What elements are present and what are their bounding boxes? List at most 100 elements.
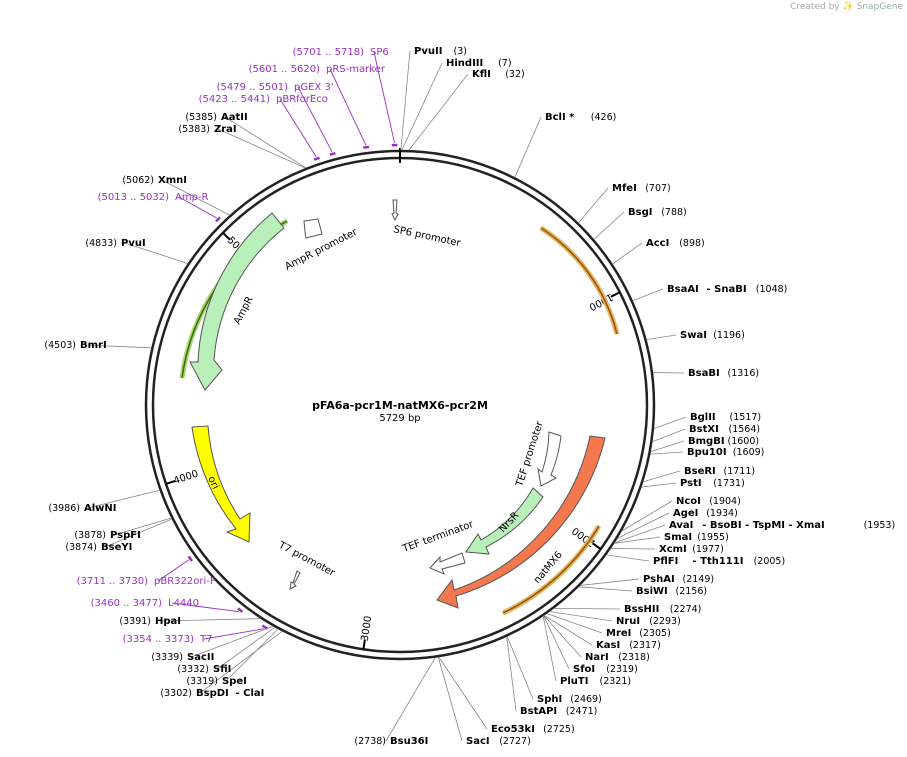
- plasmid-size: 5729 bp: [379, 413, 420, 424]
- enzyme-bspdi-aliases[interactable]: - ClaI: [236, 688, 265, 699]
- enzyme-mfei-position: (707): [645, 183, 671, 194]
- enzyme-pshai-name[interactable]: PshAI: [643, 574, 675, 585]
- enzyme-sfoi-name[interactable]: SfoI: [573, 664, 595, 675]
- enzyme-leader-line: [408, 73, 469, 151]
- enzyme-bsiwi-name[interactable]: BsiWI: [636, 586, 668, 597]
- primer-pbr322ori-f-leader-line: [157, 559, 189, 582]
- enzyme-bstxi-name[interactable]: BstXI: [689, 424, 719, 435]
- enzyme-leader-line: [646, 334, 677, 341]
- enzyme-pspfi-name[interactable]: PspFI: [110, 530, 141, 541]
- ampr-promoter-arrow: [303, 218, 323, 239]
- enzyme-sacii-name[interactable]: SacII: [187, 652, 214, 663]
- enzyme-mrei-position: (2305): [639, 628, 671, 639]
- enzyme-bseri-position: (1711): [724, 466, 756, 477]
- enzyme-sfii-name[interactable]: SfiI: [213, 664, 231, 675]
- enzyme-spei-name[interactable]: SpeI: [222, 676, 247, 687]
- enzyme-bpu10i-name[interactable]: Bpu10I: [687, 447, 727, 458]
- enzyme-smai-name[interactable]: SmaI: [664, 532, 692, 543]
- enzyme-pvuii-name[interactable]: PvuII: [414, 46, 442, 57]
- enzyme-ncoi-name[interactable]: NcoI: [676, 496, 701, 507]
- enzyme-alwni-position: (3986): [48, 503, 80, 514]
- enzyme-bsabi-name[interactable]: BsaBI: [688, 368, 720, 379]
- enzyme-leader-line: [83, 344, 152, 349]
- primer-prs-marker-range: (5601 .. 5620): [249, 64, 321, 75]
- feature-label-tef-terminator: TEF terminator: [400, 519, 476, 555]
- tick-mark: [591, 542, 602, 550]
- enzyme-bseyi-name[interactable]: BseYI: [101, 542, 132, 553]
- primer-pgex-3-name[interactable]: pGEX 3': [294, 82, 334, 93]
- enzyme-leader-line: [400, 50, 411, 151]
- enzyme-bsaai-aliases[interactable]: - SnaBI: [707, 284, 747, 295]
- snapgene-logo-icon: ✨: [842, 2, 854, 12]
- primer-pbr322ori-f-range: (3711 .. 3730): [77, 576, 149, 587]
- enzyme-bmgbi-name[interactable]: BmgBI: [688, 436, 725, 447]
- enzyme-leader-line: [549, 611, 613, 622]
- enzyme-avai-aliases[interactable]: - BsoBI - TspMI - XmaI: [702, 520, 825, 531]
- enzyme-nari-name[interactable]: NarI: [585, 652, 609, 663]
- primer-sp6-name[interactable]: SP6: [370, 47, 389, 58]
- enzyme-leader-line: [621, 500, 673, 532]
- enzyme-swai-name[interactable]: SwaI: [680, 330, 707, 341]
- enzyme-hindiii-name[interactable]: HindIII: [446, 58, 483, 69]
- orf-arc-2-core: [502, 525, 600, 614]
- primer-l4440-marker: [237, 607, 244, 613]
- enzyme-sfii-position: (3332): [177, 664, 209, 675]
- enzyme-avai-name[interactable]: AvaI: [669, 520, 693, 531]
- enzyme-agei-name[interactable]: AgeI: [673, 508, 698, 519]
- enzyme-sphi-position: (2469): [570, 694, 602, 705]
- primer-pbrforeco-name[interactable]: pBRforEco: [276, 94, 328, 105]
- enzyme-alwni-name[interactable]: AlwNI: [84, 503, 117, 514]
- tick-label: 4000: [172, 468, 200, 487]
- enzyme-mrei-name[interactable]: MreI: [606, 628, 631, 639]
- enzyme-sphi-name[interactable]: SphI: [537, 694, 562, 705]
- enzyme-leader-line: [650, 440, 685, 453]
- enzyme-eco53ki-name[interactable]: Eco53kI: [491, 724, 535, 735]
- enzyme-nrui-name[interactable]: NruI: [616, 616, 640, 627]
- enzyme-leader-line: [438, 656, 488, 730]
- enzyme-bcli-name[interactable]: BclI *: [545, 112, 575, 123]
- enzyme-aatii-name[interactable]: AatII: [221, 112, 248, 123]
- enzyme-bmri-position: (4503): [44, 340, 76, 351]
- enzyme-saci-name[interactable]: SacI: [466, 736, 490, 747]
- enzyme-bmri-name[interactable]: BmrI: [80, 340, 107, 351]
- enzyme-leader-line: [542, 615, 557, 682]
- primer-pbr322ori-f-name[interactable]: pBR322ori-F: [154, 576, 216, 587]
- enzyme-pflfi-aliases[interactable]: - Tth111I: [693, 556, 744, 567]
- enzyme-pflfi-name[interactable]: PflFI: [653, 556, 678, 567]
- primer-l4440-name[interactable]: L4440: [168, 598, 199, 609]
- feature-label-ori: ori: [205, 475, 220, 491]
- enzyme-bsaai-name[interactable]: BsaAI: [667, 284, 699, 295]
- enzyme-mfei-name[interactable]: MfeI: [612, 183, 637, 194]
- enzyme-bseri-name[interactable]: BseRI: [684, 466, 716, 477]
- primer-t7-name[interactable]: T7: [199, 634, 212, 645]
- enzyme-leader-line: [161, 179, 230, 216]
- enzyme-xmni-name[interactable]: XmnI: [158, 175, 187, 186]
- enzyme-bglii-name[interactable]: BglII: [690, 412, 716, 423]
- enzyme-acci-name[interactable]: AccI: [646, 238, 669, 249]
- enzyme-pvui-position: (4833): [85, 238, 117, 249]
- enzyme-bsu36i-name[interactable]: Bsu36I: [390, 736, 428, 747]
- enzyme-bstapi-name[interactable]: BstAPI: [520, 706, 557, 717]
- enzyme-kasi-name[interactable]: KasI: [596, 640, 620, 651]
- enzyme-leader-line: [506, 636, 534, 700]
- primer-amp-r-name[interactable]: Amp-R: [175, 192, 209, 203]
- enzyme-bsshii-name[interactable]: BssHII: [624, 604, 659, 615]
- primer-prs-marker-name[interactable]: pRS-marker: [326, 64, 386, 75]
- enzyme-bsgi-name[interactable]: BsgI: [628, 207, 652, 218]
- enzyme-sacii-position: (3339): [151, 652, 183, 663]
- enzyme-pluti-name[interactable]: PluTI: [560, 676, 588, 687]
- enzyme-bspdi-name[interactable]: BspDI: [196, 688, 229, 699]
- enzyme-pvui-name[interactable]: PvuI: [121, 238, 146, 249]
- enzyme-zrai-name[interactable]: ZraI: [214, 124, 237, 135]
- enzyme-kasi-position: (2317): [629, 640, 661, 651]
- enzyme-kfli-name[interactable]: KflI: [472, 69, 491, 80]
- enzyme-hpai-name[interactable]: HpaI: [155, 616, 181, 627]
- enzyme-xcmi-name[interactable]: XcmI: [659, 544, 687, 555]
- enzyme-nrui-position: (2293): [649, 616, 681, 627]
- enzyme-leader-line: [643, 470, 681, 483]
- enzyme-leader-line: [652, 428, 686, 443]
- feature-label-t7-promoter: T7 promoter: [276, 539, 338, 579]
- enzyme-psti-name[interactable]: PstI: [680, 478, 702, 489]
- enzyme-xcmi-position: (1977): [692, 544, 724, 555]
